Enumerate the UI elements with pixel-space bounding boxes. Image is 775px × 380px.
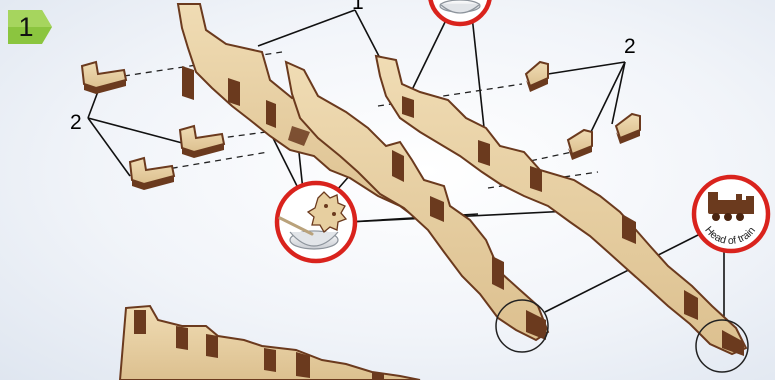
step-number: 1 bbox=[8, 10, 44, 44]
bottom-frame bbox=[120, 306, 420, 380]
callout-label-left: 2 bbox=[70, 112, 82, 133]
callout-label-right: 2 bbox=[624, 36, 636, 57]
step-badge: 1 bbox=[8, 10, 52, 44]
bracket-left-2 bbox=[180, 126, 224, 158]
bracket-left-3 bbox=[130, 158, 174, 190]
head-of-train-badge: Head of train bbox=[694, 177, 768, 251]
glue-bowl-icon bbox=[277, 183, 355, 261]
bracket-left-1 bbox=[82, 62, 126, 94]
bracket-right-3 bbox=[616, 114, 640, 144]
wood-parts bbox=[82, 4, 746, 380]
glue-bowl-icon-top bbox=[430, 0, 490, 24]
bracket-right-2 bbox=[568, 130, 592, 160]
callout-label-top: 1 bbox=[352, 0, 364, 13]
bracket-right-1 bbox=[526, 62, 548, 92]
